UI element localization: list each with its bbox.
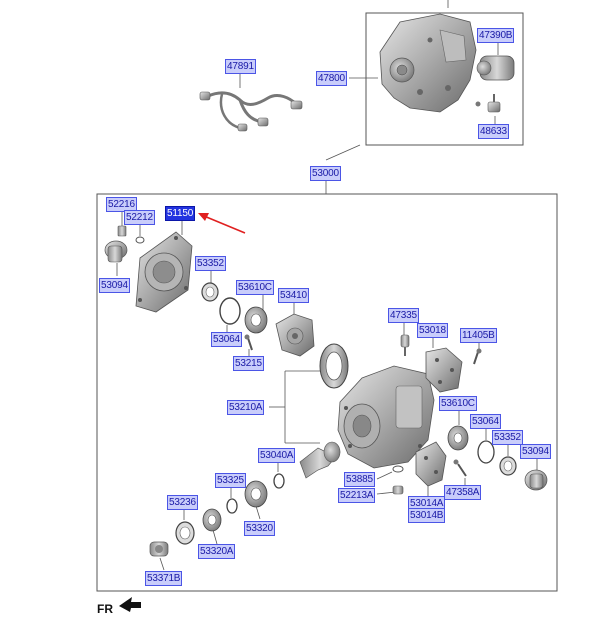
callout-53352-left[interactable]: 53352	[195, 256, 226, 271]
callout-53064-right[interactable]: 53064	[470, 414, 501, 429]
callout-47358a[interactable]: 47358A	[444, 485, 482, 500]
flange-part-right	[524, 469, 548, 491]
bracket-bolt-part	[453, 459, 467, 477]
callout-53610c-left[interactable]: 53610C	[236, 280, 274, 295]
flange-part-left	[104, 240, 128, 263]
callout-47891[interactable]: 47891	[225, 59, 256, 74]
assembly-frames	[96, 12, 558, 592]
bearing-part-right	[447, 425, 469, 451]
pinion-bearing-part	[244, 480, 268, 508]
speed-sensor-part	[400, 334, 410, 356]
callout-53014b[interactable]: 53014B	[408, 508, 446, 523]
callout-53325[interactable]: 53325	[215, 473, 246, 488]
callout-52216[interactable]: 52216	[106, 197, 137, 212]
callout-53018[interactable]: 53018	[417, 323, 448, 338]
flange-bolt-part	[473, 348, 482, 365]
sensor-part	[475, 94, 501, 113]
vent-plug-part	[117, 225, 127, 237]
actuator-motor-part	[476, 55, 515, 81]
differential-case-part	[275, 313, 315, 357]
callout-11405b[interactable]: 11405B	[460, 328, 497, 343]
callout-47390b[interactable]: 47390B	[477, 28, 515, 43]
callout-53000[interactable]: 53000	[310, 166, 341, 181]
transfer-case-part	[379, 13, 477, 113]
callout-53371b[interactable]: 53371B	[145, 571, 183, 586]
callout-53040a[interactable]: 53040A	[258, 448, 296, 463]
wiring-harness-part	[199, 91, 303, 132]
callout-53094-right[interactable]: 53094	[520, 444, 551, 459]
ring-gear-part	[319, 343, 349, 389]
transfer-case-frame	[365, 12, 524, 146]
oil-seal-part-right	[499, 456, 517, 476]
pinion-bearing-outer-part	[202, 508, 222, 532]
rear-differential-frame	[96, 193, 558, 592]
shim-part-53325	[226, 498, 238, 514]
shim-ring-part-left	[219, 297, 241, 325]
callout-51150[interactable]: 51150	[165, 206, 196, 221]
bolt-part	[244, 334, 253, 351]
callout-47800[interactable]: 47800	[316, 71, 347, 86]
pinion-nut-part	[149, 541, 169, 557]
callout-53236[interactable]: 53236	[167, 495, 198, 510]
callout-53094-left[interactable]: 53094	[99, 278, 130, 293]
callout-52212[interactable]: 52212	[124, 210, 155, 225]
callout-53215[interactable]: 53215	[233, 356, 264, 371]
drain-plug-part	[392, 465, 404, 495]
spacer-ring-part	[273, 473, 285, 489]
callout-53885[interactable]: 53885	[344, 472, 375, 487]
callout-53320[interactable]: 53320	[244, 521, 275, 536]
differential-housing-part	[337, 365, 435, 469]
mounting-bracket-part	[415, 441, 447, 487]
front-orientation-label: FR	[97, 602, 113, 616]
red-pointer-arrow-icon	[198, 213, 246, 234]
callout-53320a[interactable]: 53320A	[198, 544, 236, 559]
callout-47335[interactable]: 47335	[388, 308, 419, 323]
pinion-seal-part	[175, 521, 195, 545]
callout-53064-left[interactable]: 53064	[211, 332, 242, 347]
pinion-shaft-part	[299, 441, 341, 479]
side-cover-plate-part	[425, 347, 463, 393]
callout-53410[interactable]: 53410	[278, 288, 309, 303]
differential-cover-part	[135, 231, 193, 313]
bearing-part-left	[244, 306, 268, 334]
callout-52213a[interactable]: 52213A	[338, 488, 376, 503]
callout-48633[interactable]: 48633	[478, 124, 509, 139]
shim-ring-part-right	[477, 440, 495, 464]
oil-seal-part-left	[201, 282, 219, 302]
callout-53210a[interactable]: 53210A	[227, 400, 265, 415]
callout-53610c-right[interactable]: 53610C	[439, 396, 477, 411]
leader-lines	[116, 0, 538, 571]
front-direction-arrow-icon	[119, 597, 141, 612]
o-ring-part	[135, 236, 145, 244]
callout-53352-right[interactable]: 53352	[492, 430, 523, 445]
